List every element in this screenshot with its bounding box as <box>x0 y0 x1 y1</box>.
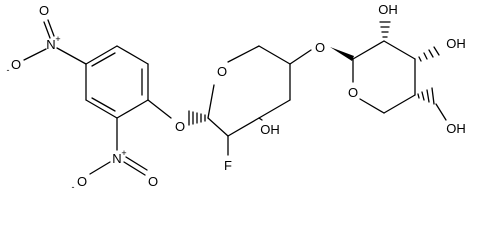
hashed-wedge-bond-2 <box>379 21 391 38</box>
molecule-structure-diagram: N + O O - N + O - O - O <box>7 2 466 192</box>
aryl-ether-oxygen: O <box>175 119 185 134</box>
pyranose-ring-2: O OH OH OH <box>348 2 466 136</box>
nitro-bottom-oxygen-double: O <box>148 174 158 189</box>
nitro-top-oxygen-double: O <box>39 3 49 18</box>
fluorine-atom: F <box>224 158 232 173</box>
ring2-hydroxyl-top: OH <box>378 2 398 17</box>
nitro-top-nitrogen: N <box>46 37 55 52</box>
hashed-wedge-bond-3 <box>418 46 440 62</box>
nitro-top-minus-charge: - <box>7 65 10 75</box>
nitro-bottom-minus-charge: - <box>72 182 75 192</box>
nitro-top-oxygen-minus: O <box>11 57 21 72</box>
solid-wedge-bond <box>330 47 354 61</box>
ring2-hydroxyl-bottom: OH <box>446 121 466 136</box>
ring2-hydroxyl-right: OH <box>446 36 466 51</box>
ring2-oxygen: O <box>348 85 358 100</box>
glycosidic-oxygen: O <box>315 40 325 55</box>
nitro-bottom-nitrogen: N <box>112 151 121 166</box>
nitro-group-top: N + O O - <box>7 3 87 75</box>
pyranose-ring-1: O F OH <box>207 45 291 173</box>
nitro-top-plus-charge: + <box>55 34 60 44</box>
nitro-bottom-plus-charge: + <box>121 148 126 158</box>
ring1-oxygen: O <box>217 64 227 79</box>
nitro-bottom-oxygen-minus-label: O <box>77 174 87 189</box>
glycosidic-linkage: O <box>289 40 354 65</box>
hashed-wedge-bond-1 <box>188 110 206 126</box>
benzene-ring <box>85 45 149 119</box>
ring1-hydroxyl: OH <box>260 122 280 137</box>
hashed-wedge-bond-4 <box>417 87 435 105</box>
nitro-group-bottom: N + O - O - <box>72 117 158 192</box>
aryl-ether-linkage: O <box>147 99 206 134</box>
